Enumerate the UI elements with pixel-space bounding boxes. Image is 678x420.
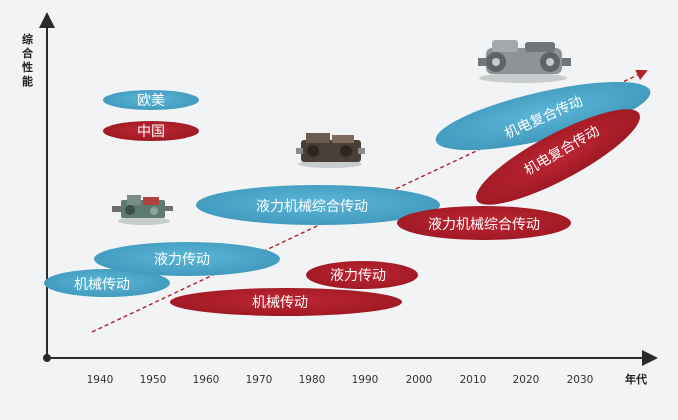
legend-western-swatch	[103, 90, 199, 110]
image-shadow	[118, 217, 170, 225]
x-axis-label: 年代	[625, 372, 647, 386]
y-axis-label-char: 能	[22, 74, 33, 88]
western-mechanical-shape	[44, 269, 170, 297]
china-hydraulic-label: 液力传动	[330, 268, 386, 284]
trend-arrow	[91, 69, 648, 333]
legend-western: 欧美	[103, 90, 199, 110]
western-hydraulic-label: 液力传动	[154, 252, 210, 268]
legend-china-label: 中国	[137, 124, 165, 140]
x-tick-label: 2000	[406, 374, 433, 386]
y-axis-label-char: 合	[22, 46, 34, 60]
axis-origin	[43, 354, 51, 362]
china-mechanical-label: 机械传动	[252, 295, 308, 311]
x-tick-label: 1960	[193, 374, 220, 386]
western-hydraulic: 液力传动	[94, 242, 280, 276]
china-hydro-mech: 液力机械综合传动	[397, 206, 571, 240]
gearbox-small-image	[112, 195, 173, 225]
image-shadow	[479, 73, 567, 83]
western-hydro-mech-shape	[196, 185, 440, 225]
x-tick-label: 1980	[299, 374, 326, 386]
legend-western-label: 欧美	[137, 93, 165, 109]
x-tick-label: 1940	[87, 374, 114, 386]
china-hydro-mech-shape	[397, 206, 571, 240]
legend-china-swatch	[103, 121, 199, 141]
electro-drive-image	[478, 40, 571, 83]
china-electro-mech-shape	[476, 109, 640, 205]
y-axis-label-char: 性	[22, 60, 33, 74]
gearbox-medium-image	[296, 133, 365, 168]
china-hydro-mech-label: 液力机械综合传动	[428, 217, 540, 233]
china-mechanical: 机械传动	[170, 288, 402, 316]
x-tick-label: 1950	[140, 374, 167, 386]
western-mechanical: 机械传动	[44, 269, 170, 297]
china-mechanical-shape	[170, 288, 402, 316]
x-tick-label: 1990	[352, 374, 379, 386]
x-tick-labels: 1940 1950 1960 1970 1980 1990 2000 2010 …	[87, 374, 594, 386]
western-electro-mech-shape	[435, 81, 651, 151]
western-mechanical-label: 机械传动	[74, 277, 130, 293]
legend-china: 中国	[103, 121, 199, 141]
western-hydro-mech-label: 液力机械综合传动	[256, 199, 368, 215]
china-hydraulic-shape	[306, 261, 418, 289]
china-hydraulic: 液力传动	[306, 261, 418, 289]
x-tick-label: 2020	[513, 374, 540, 386]
y-axis-label-char: 综	[22, 32, 33, 46]
x-tick-label: 2010	[460, 374, 487, 386]
western-hydro-mech: 液力机械综合传动	[196, 185, 440, 225]
western-hydraulic-shape	[94, 242, 280, 276]
x-tick-label: 1970	[246, 374, 273, 386]
x-tick-label: 2030	[567, 374, 594, 386]
